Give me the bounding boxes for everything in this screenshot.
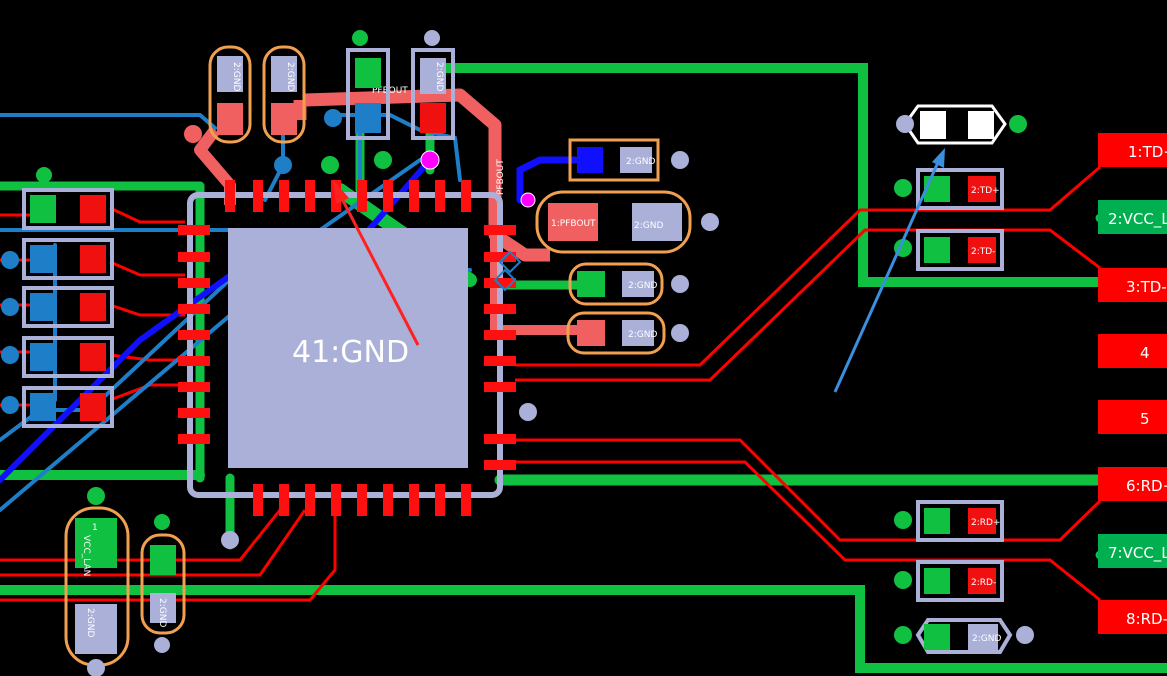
connector-pin-6-label: 6:RD+ [1126, 477, 1167, 495]
side-resistor-gnd-label: 2:GND [972, 634, 1001, 644]
side-resistor-td-plus[interactable]: 2:TD+ [894, 168, 1004, 210]
side-resistor-top-white[interactable] [896, 104, 1027, 145]
right-cap-2-label2: 2:GND [634, 221, 663, 231]
bottom-cap-1-label: 1 [92, 523, 98, 533]
connector-pin-6[interactable] [1098, 467, 1167, 501]
side-resistor-rd-plus-label: 2:RD+ [971, 518, 1000, 528]
bottom-cap-1-label3: 2:GND [85, 608, 95, 637]
right-cap-2[interactable]: 1:PFBOUT 2:GND [535, 190, 719, 254]
right-cap-3[interactable]: 2:GND [568, 262, 689, 306]
bottom-cap-1[interactable]: 1 VCC_LAN 2:GND [64, 487, 130, 676]
top-cap-2-label: 2:GND [285, 62, 295, 91]
connector-pins: 1:TD+ 2:VCC_L 3:TD- 4 5 6:RD+ 7:VCC_L 8:… [1098, 133, 1167, 634]
top-cap-4-pad [424, 30, 440, 46]
ic-gray-test-pad [519, 403, 537, 421]
red-annotation-arrow [338, 194, 420, 346]
connector-pin-5[interactable] [1098, 400, 1167, 434]
left-resistors [1, 167, 114, 428]
top-cap-3-pad [352, 30, 368, 46]
connector-pin-5-label: 5 [1140, 410, 1150, 428]
top-cap-4[interactable]: 2:GND [411, 48, 455, 140]
right-cap-4[interactable]: 2:GND [566, 311, 689, 355]
right-cap-1-label: 2:GND [626, 157, 655, 167]
side-resistor-td-plus-label: 2:TD+ [971, 186, 1000, 196]
ic-right-pins [484, 225, 516, 470]
side-resistor-rd-minus[interactable]: 2:RD- [894, 560, 1004, 602]
left-resistor-5[interactable] [1, 386, 114, 428]
ic-pad-label: 41:GND [292, 335, 409, 370]
bottom-cap-2[interactable]: 2:GND [140, 514, 186, 653]
ic-package[interactable]: 41:GND [178, 180, 537, 549]
connector-pin-4[interactable] [1098, 334, 1167, 368]
side-resistor-td-minus-label: 2:TD- [971, 247, 995, 257]
right-cap-2-label: 1:PFBOUT [551, 219, 596, 229]
top-cap-3[interactable] [346, 48, 390, 140]
top-cap-4-label: 2:GND [434, 62, 444, 91]
connector-pin-8-label: 8:RD- [1126, 610, 1167, 628]
ic-exposed-pad[interactable] [228, 228, 468, 468]
side-resistor-rd-plus[interactable]: 2:RD+ [894, 500, 1004, 542]
connector-pin-3-label: 3:TD- [1126, 278, 1167, 296]
top-cap-1[interactable]: 2:GND [208, 45, 252, 144]
pfbout-label-vertical: PFBOUT [496, 159, 506, 195]
connector-pin-1-label: 1:TD+ [1128, 143, 1167, 161]
connector-pin-2[interactable] [1098, 200, 1167, 234]
left-resistor-2[interactable] [1, 238, 114, 280]
connector-pin-2-label: 2:VCC_L [1108, 210, 1167, 229]
bottom-cap-1-label2: VCC_LAN [81, 535, 91, 576]
left-resistor-1[interactable] [22, 167, 114, 230]
annotation-arrows [333, 148, 945, 393]
ic-left-pins [178, 225, 210, 444]
side-resistor-rd-minus-label: 2:RD- [971, 578, 996, 588]
right-cap-1[interactable]: 2:GND [568, 138, 689, 182]
ic-gnd-via [221, 531, 239, 549]
side-resistor-gnd[interactable]: 2:GND [894, 618, 1034, 654]
top-cap-1-label: 2:GND [231, 62, 241, 91]
right-vias [493, 250, 522, 292]
connector-pin-7-label: 7:VCC_L [1108, 544, 1167, 563]
connector-pin-7[interactable] [1098, 534, 1167, 568]
left-resistor-4[interactable] [1, 336, 114, 378]
ic-bottom-pins [253, 484, 471, 516]
blue-annotation-arrow [833, 157, 942, 393]
pfbout-net [194, 88, 600, 335]
connector-pin-4-label: 4 [1140, 344, 1150, 362]
bottom-cap-2-label: 2:GND [157, 598, 167, 627]
connector-pin-3[interactable] [1098, 268, 1167, 302]
top-vias [184, 109, 536, 208]
left-resistor-3[interactable] [1, 286, 114, 328]
right-cap-4-label: 2:GND [628, 330, 657, 340]
connector-pin-8[interactable] [1098, 600, 1167, 634]
top-cap-2[interactable]: 2:GND [262, 45, 306, 144]
right-cap-3-label: 2:GND [628, 281, 657, 291]
pfbout-label-top: PFBOUT [372, 86, 408, 96]
connector-pin-1[interactable] [1098, 133, 1167, 167]
side-resistor-td-minus[interactable]: 2:TD- [894, 229, 1004, 271]
